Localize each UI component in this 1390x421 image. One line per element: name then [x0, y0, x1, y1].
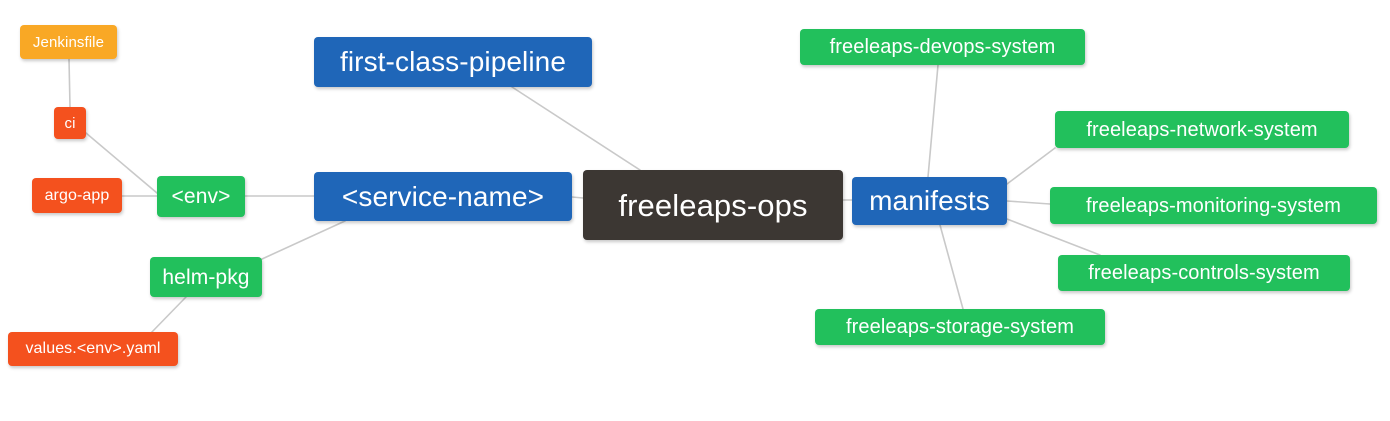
- edge-first-class-pipeline-to-freeleaps-ops: [511, 86, 641, 171]
- node-label-helm-pkg: helm-pkg: [162, 265, 250, 289]
- edge-manifests-to-freeleaps-controls-system: [1006, 218, 1101, 256]
- node-label-service-name: <service-name>: [341, 180, 545, 212]
- node-label-manifests: manifests: [869, 185, 990, 216]
- node-label-jenkinsfile: Jenkinsfile: [32, 33, 105, 51]
- node-label-values-yaml: values.<env>.yaml: [25, 340, 161, 357]
- node-values-yaml[interactable]: values.<env>.yaml: [8, 332, 178, 366]
- node-service-name[interactable]: <service-name>: [314, 172, 572, 221]
- node-freeleaps-devops-system[interactable]: freeleaps-devops-system: [800, 29, 1085, 65]
- node-label-freeleaps-controls-system: freeleaps-controls-system: [1088, 262, 1320, 284]
- node-label-env: <env>: [171, 185, 231, 208]
- node-manifests[interactable]: manifests: [852, 177, 1007, 225]
- node-jenkinsfile[interactable]: Jenkinsfile: [20, 25, 117, 59]
- node-first-class-pipeline[interactable]: first-class-pipeline: [314, 37, 592, 87]
- edge-manifests-to-freeleaps-storage-system: [939, 224, 964, 310]
- edge-manifests-to-freeleaps-devops-system: [927, 64, 939, 178]
- node-helm-pkg[interactable]: helm-pkg: [150, 257, 262, 297]
- node-argo-app[interactable]: argo-app: [32, 178, 122, 213]
- edge-helm-pkg-to-service-name: [261, 220, 346, 260]
- node-freeleaps-ops[interactable]: freeleaps-ops: [583, 170, 843, 240]
- node-label-freeleaps-network-system: freeleaps-network-system: [1086, 118, 1318, 141]
- node-freeleaps-monitoring-system[interactable]: freeleaps-monitoring-system: [1050, 187, 1377, 224]
- edge-manifests-to-freeleaps-network-system: [1006, 147, 1056, 185]
- node-ci[interactable]: ci: [54, 107, 86, 139]
- node-label-first-class-pipeline: first-class-pipeline: [339, 46, 567, 77]
- node-label-freeleaps-devops-system: freeleaps-devops-system: [829, 36, 1056, 58]
- edge-service-name-to-freeleaps-ops: [571, 196, 584, 199]
- edge-manifests-to-freeleaps-monitoring-system: [1006, 200, 1051, 205]
- node-label-freeleaps-monitoring-system: freeleaps-monitoring-system: [1085, 194, 1341, 217]
- node-env[interactable]: <env>: [157, 176, 245, 217]
- node-label-ci: ci: [64, 114, 76, 132]
- node-label-freeleaps-storage-system: freeleaps-storage-system: [845, 316, 1075, 338]
- edge-jenkinsfile-to-ci: [68, 58, 71, 108]
- node-freeleaps-controls-system[interactable]: freeleaps-controls-system: [1058, 255, 1350, 291]
- edge-values-yaml-to-helm-pkg: [149, 296, 187, 335]
- node-label-freeleaps-ops: freeleaps-ops: [618, 187, 808, 223]
- node-freeleaps-network-system[interactable]: freeleaps-network-system: [1055, 111, 1349, 148]
- node-label-argo-app: argo-app: [44, 186, 110, 204]
- node-freeleaps-storage-system[interactable]: freeleaps-storage-system: [815, 309, 1105, 345]
